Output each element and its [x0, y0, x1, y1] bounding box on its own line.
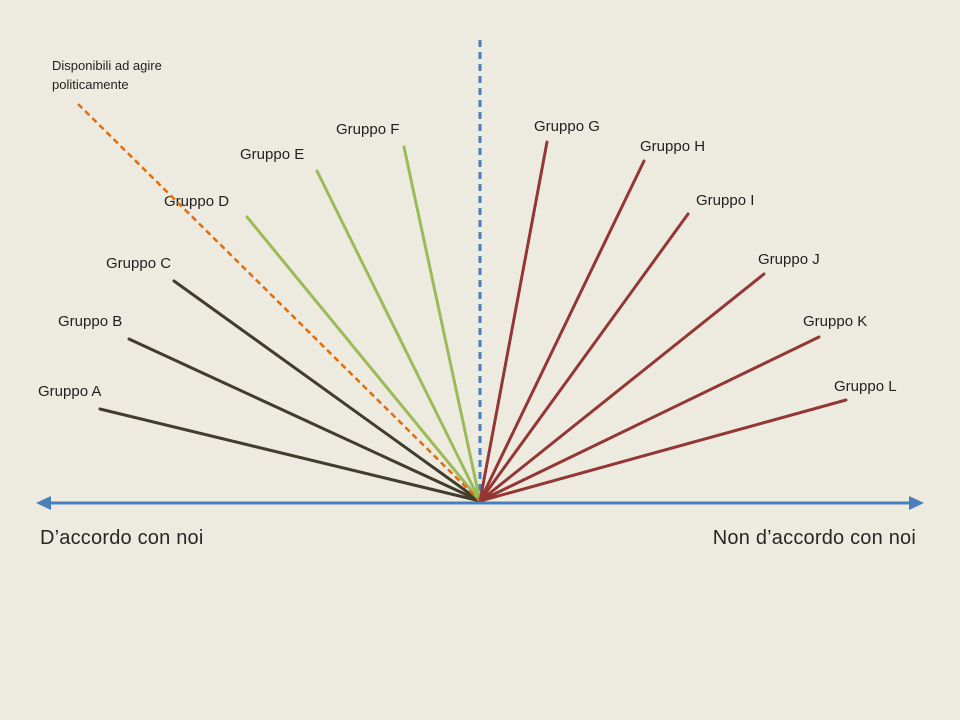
axis-arrow-left-icon — [36, 496, 51, 510]
availability-dashed-line — [77, 103, 479, 500]
group-line-K — [478, 335, 821, 503]
group-label-F: Gruppo F — [336, 121, 399, 138]
group-line-D — [245, 215, 482, 503]
group-label-K: Gruppo K — [803, 313, 867, 330]
group-line-C — [172, 279, 482, 503]
group-label-A: Gruppo A — [38, 383, 101, 400]
group-label-B: Gruppo B — [58, 313, 122, 330]
group-line-E — [315, 169, 482, 503]
group-line-L — [478, 398, 848, 503]
availability-label: Disponibili ad agire politicamente — [52, 58, 162, 92]
axis-label-disagree: Non d’accordo con noi — [712, 527, 916, 549]
group-label-H: Gruppo H — [640, 138, 705, 155]
group-label-C: Gruppo C — [106, 255, 171, 272]
group-line-H — [478, 159, 646, 503]
group-label-L: Gruppo L — [834, 378, 897, 395]
group-line-G — [478, 140, 549, 503]
axis-label-agree: D’accordo con noi — [40, 527, 204, 549]
group-label-E: Gruppo E — [240, 146, 304, 163]
group-line-J — [478, 272, 766, 503]
group-label-D: Gruppo D — [164, 193, 229, 210]
group-line-A — [98, 407, 482, 503]
group-label-G: Gruppo G — [534, 118, 600, 135]
group-line-B — [127, 337, 482, 503]
group-line-I — [478, 212, 690, 503]
group-label-J: Gruppo J — [758, 251, 820, 268]
axis-arrow-right-icon — [909, 496, 924, 510]
group-label-I: Gruppo I — [696, 192, 754, 209]
group-line-F — [402, 145, 482, 503]
group-lines-layer: Gruppo A Gruppo B Gruppo C Gruppo D Gruppo E… — [38, 118, 897, 503]
